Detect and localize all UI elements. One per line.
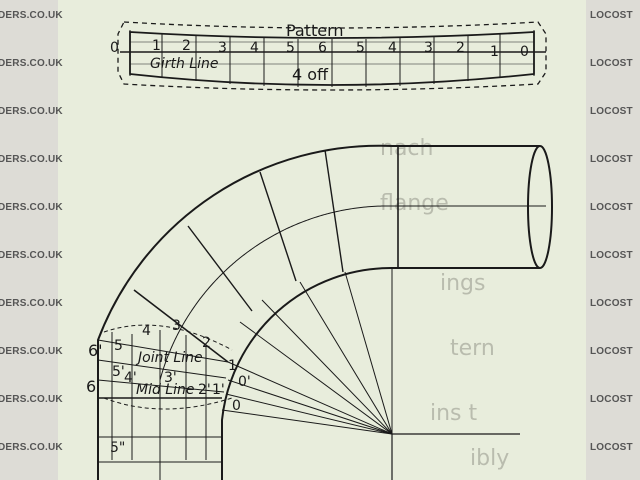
outer-label: 1 <box>228 358 237 374</box>
watermark-text: DERS.CO.UK <box>0 202 63 213</box>
watermark-text: LOCOST <box>590 394 633 405</box>
ghost-text: ibly <box>470 446 509 471</box>
ghost-text: nach <box>380 136 433 161</box>
watermark-text: LOCOST <box>590 10 633 21</box>
watermark-text: DERS.CO.UK <box>0 58 63 69</box>
elbow-outer-arc <box>97 144 393 480</box>
watermark-text: DERS.CO.UK <box>0 346 63 357</box>
right-label: 0' <box>238 374 251 390</box>
left-label: 1' <box>212 382 225 398</box>
watermark-text: DERS.CO.UK <box>0 154 63 165</box>
outer-label: 2 <box>202 335 211 351</box>
pattern-tick-label: 4 <box>250 40 259 56</box>
watermark-text: LOCOST <box>590 202 633 213</box>
watermark-text: LOCOST <box>590 442 633 453</box>
watermark-text: LOCOST <box>590 346 633 357</box>
watermark-text: DERS.CO.UK <box>0 10 63 21</box>
pattern-tick-label: 5 <box>286 40 295 56</box>
watermark-text: DERS.CO.UK <box>0 442 63 453</box>
pattern-tick-label: 1 <box>152 38 161 54</box>
watermark-text: LOCOST <box>590 58 633 69</box>
left-label: 2' <box>198 382 211 398</box>
left-label: 4' <box>124 370 137 386</box>
pattern-tick-label: 6 <box>318 40 327 56</box>
pattern-tick-label: 5 <box>356 40 365 56</box>
ghost-text: tern <box>450 336 495 361</box>
radial-lines <box>221 268 520 480</box>
elbow-labels: 6' 5 4 3 2 1 Joint Line Mid Line 6 5' 4'… <box>86 318 251 456</box>
pattern-tick-label: 0 <box>110 40 119 56</box>
watermark-text: LOCOST <box>590 154 633 165</box>
left-label: 6 <box>86 377 96 396</box>
pattern-tick-label: 2 <box>182 38 191 54</box>
ghost-text: ings <box>440 271 485 296</box>
joint-line-label: Joint Line <box>135 350 203 366</box>
elbow-drawing <box>97 144 553 480</box>
ghost-text: flange <box>380 191 449 216</box>
pattern-tick-label: 0 <box>520 44 529 60</box>
watermark-column-right <box>585 0 640 480</box>
elbow-centre-arc <box>159 205 393 480</box>
watermark-text: LOCOST <box>590 106 633 117</box>
pattern-count: 4 off <box>292 65 329 84</box>
watermark-column-left <box>0 0 60 480</box>
pattern-tick-label: 1 <box>490 44 499 60</box>
ghost-text-group: nach flange ings tern ins t ibly <box>380 136 509 471</box>
bottom-label: 5" <box>110 440 125 456</box>
pattern-strip <box>117 21 547 91</box>
left-label: 5' <box>112 364 125 380</box>
pattern-title: Pattern <box>286 21 344 40</box>
pattern-allowance-outline <box>117 21 547 91</box>
outer-label: 6' <box>88 341 103 360</box>
outer-label: 5 <box>114 338 123 354</box>
ghost-text: ins t <box>430 401 478 426</box>
pattern-tick-label: 4 <box>388 40 397 56</box>
outer-label: 4 <box>142 323 151 339</box>
outer-label: 3 <box>172 318 181 334</box>
mid-line-label: Mid Line <box>136 382 194 398</box>
pattern-girth-line-label: Girth Line <box>150 56 218 72</box>
watermark-text: DERS.CO.UK <box>0 298 63 309</box>
right-label: 0 <box>232 398 241 414</box>
book-page <box>58 0 586 480</box>
pipe-end-ellipse <box>527 145 553 269</box>
watermark-text: DERS.CO.UK <box>0 250 63 261</box>
pattern-tick-label: 2 <box>456 40 465 56</box>
watermark-text: LOCOST <box>590 250 633 261</box>
watermark-text: LOCOST <box>590 298 633 309</box>
pattern-tick-label: 3 <box>218 40 227 56</box>
left-label: 3' <box>164 370 177 386</box>
pattern-rulings <box>129 30 535 87</box>
pattern-labels: Pattern 4 off Girth Line 0 1 2 3 4 5 6 5… <box>110 21 529 84</box>
pattern-tick-label: 3 <box>424 40 433 56</box>
watermark-text: DERS.CO.UK <box>0 394 63 405</box>
watermark-text: DERS.CO.UK <box>0 106 63 117</box>
